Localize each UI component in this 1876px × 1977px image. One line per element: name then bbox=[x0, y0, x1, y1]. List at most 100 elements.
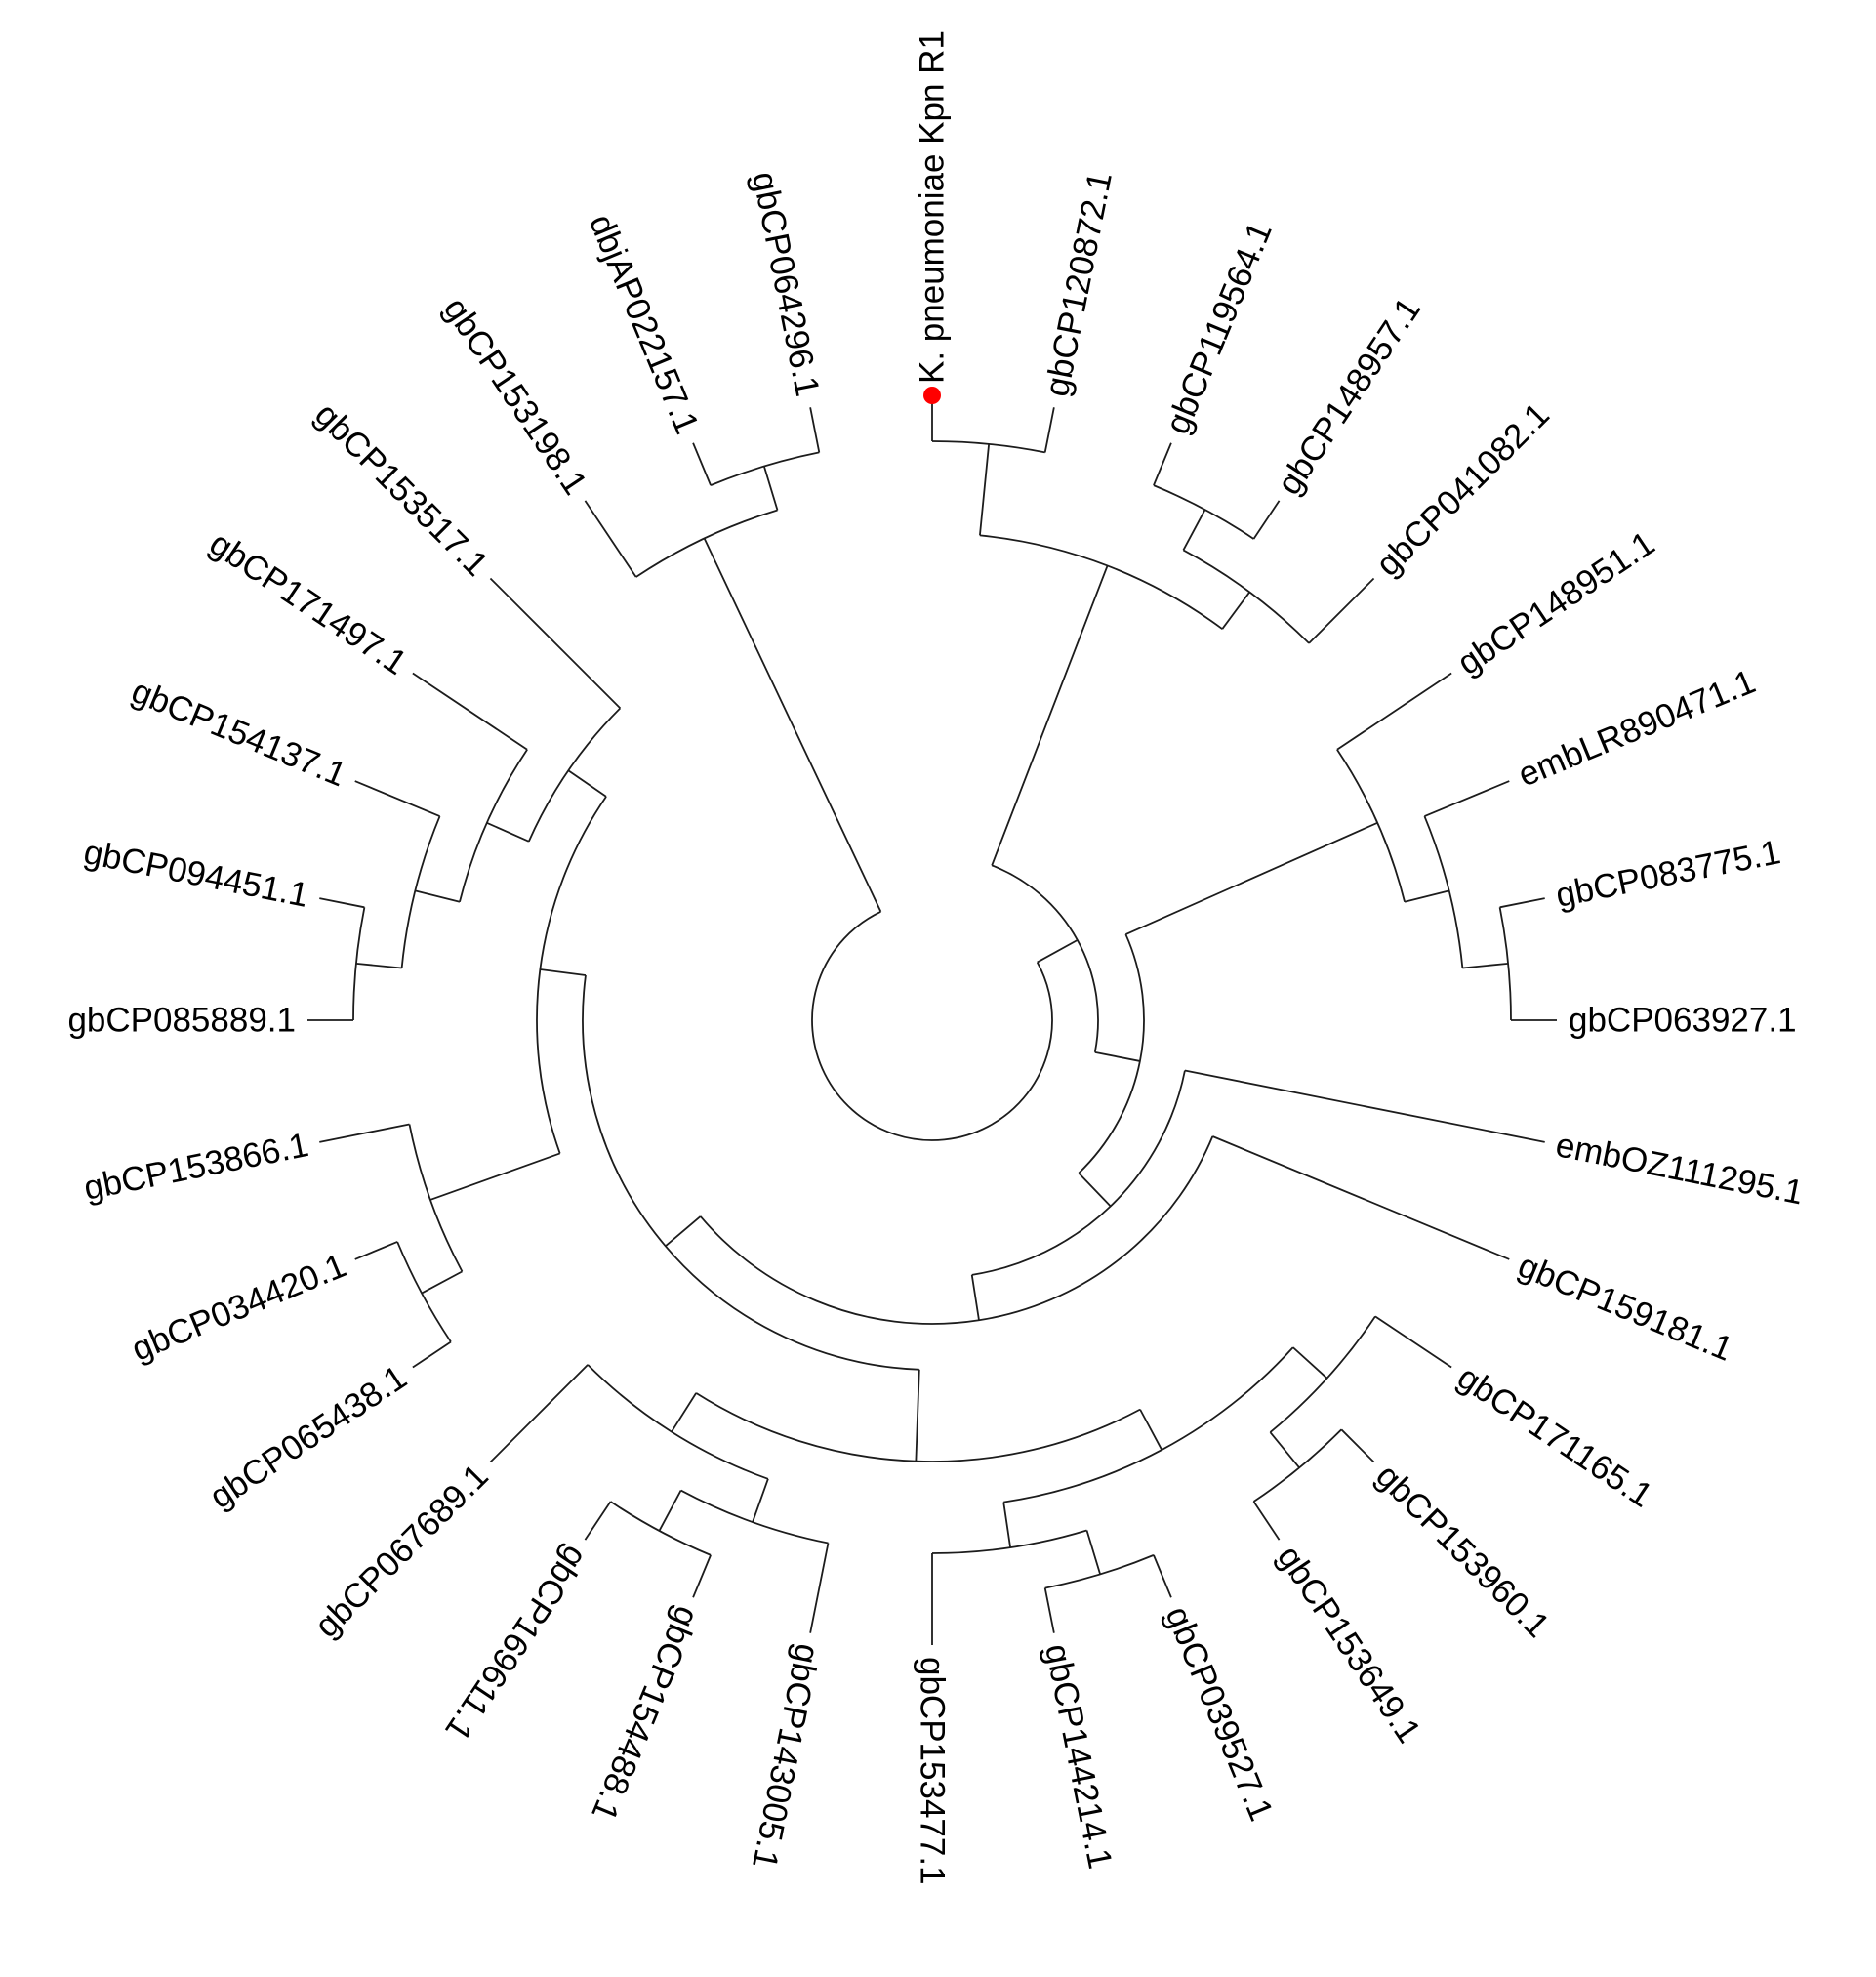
branch-radial bbox=[1125, 821, 1378, 935]
branch-arc bbox=[400, 815, 441, 968]
branch-radial bbox=[703, 538, 882, 913]
taxon-label: gbCP144214.1 bbox=[1038, 1641, 1120, 1873]
taxon-label: gbCP120872.1 bbox=[1038, 169, 1120, 400]
branch-arc bbox=[396, 1241, 452, 1342]
taxon-label: gbCP064296.1 bbox=[745, 169, 827, 400]
branch-radial bbox=[1037, 939, 1079, 964]
branch-radial bbox=[489, 1364, 589, 1463]
branch-arc bbox=[971, 1070, 1186, 1276]
branch-radial bbox=[1043, 1587, 1055, 1633]
branch-radial bbox=[1340, 1428, 1375, 1463]
branch-radial bbox=[1211, 1135, 1510, 1260]
branch-arc bbox=[1078, 933, 1145, 1174]
branch-arc bbox=[1269, 1315, 1376, 1433]
taxon-label: gbCP148957.1 bbox=[1270, 291, 1428, 502]
branch-radial bbox=[692, 442, 712, 486]
taxon-label: gbCP039527.1 bbox=[1158, 1601, 1280, 1827]
branch-radial bbox=[1043, 407, 1055, 453]
branch-radial bbox=[915, 1369, 920, 1462]
branch-arc bbox=[352, 907, 366, 1021]
branch-radial bbox=[1182, 509, 1206, 551]
branch-arc bbox=[1044, 1554, 1155, 1589]
branch-radial bbox=[1252, 500, 1281, 540]
branch-radial bbox=[486, 821, 530, 843]
branch-radial bbox=[1424, 780, 1510, 817]
branch-radial bbox=[567, 769, 607, 798]
taxon-label: gbCP063927.1 bbox=[1569, 1002, 1797, 1040]
taxon-label: gbCP148951.1 bbox=[1450, 524, 1661, 682]
branch-radial bbox=[1139, 1409, 1163, 1451]
branch-arc bbox=[582, 974, 919, 1371]
branch-radial bbox=[354, 780, 440, 817]
branch-radial bbox=[692, 1554, 712, 1598]
branch-radial bbox=[658, 1490, 682, 1532]
branch-radial bbox=[584, 1501, 612, 1541]
branch-radial bbox=[1078, 1172, 1112, 1208]
branch-arc bbox=[680, 1489, 829, 1545]
branch-arc bbox=[408, 1124, 464, 1272]
taxon-label: embOZ111295.1 bbox=[1553, 1126, 1807, 1212]
taxon-label: gbCP065438.1 bbox=[203, 1358, 414, 1516]
branch-radial bbox=[1153, 442, 1172, 486]
taxon-label: gbCP041082.1 bbox=[1368, 395, 1557, 584]
branch-radial bbox=[319, 897, 365, 909]
branch-arc bbox=[1182, 549, 1310, 644]
branch-radial bbox=[1002, 1502, 1012, 1548]
taxon-label: gbCP171165.1 bbox=[1450, 1358, 1659, 1515]
branch-radial bbox=[1292, 1346, 1328, 1380]
branch-arc bbox=[1498, 907, 1512, 1021]
branch-arc bbox=[587, 1364, 769, 1480]
taxon-label: gbCP083775.1 bbox=[1553, 833, 1784, 915]
taxon-label: gbCP143005.1 bbox=[745, 1641, 827, 1873]
taxon-label: gbCP153198.1 bbox=[436, 291, 594, 502]
taxon-label: gbCP067689.1 bbox=[307, 1457, 496, 1645]
branch-radial bbox=[752, 1478, 769, 1523]
branch-arc bbox=[1003, 1346, 1294, 1503]
branch-radial bbox=[355, 962, 402, 969]
branch-radial bbox=[319, 1123, 410, 1143]
branch-arc bbox=[979, 534, 1223, 630]
taxon-label: gbCP034420.1 bbox=[126, 1246, 351, 1368]
branch-radial bbox=[1499, 897, 1545, 909]
branch-arc bbox=[1252, 1428, 1342, 1503]
branch-arc bbox=[635, 509, 778, 578]
branch-radial bbox=[671, 1392, 697, 1433]
taxon-label: gbCP159181.1 bbox=[1513, 1246, 1738, 1368]
taxon-label: gbCP085889.1 bbox=[67, 1002, 296, 1040]
branch-radial bbox=[354, 1241, 398, 1260]
branch-radial bbox=[1252, 1501, 1281, 1541]
branch-radial bbox=[809, 407, 821, 453]
branch-radial bbox=[540, 968, 587, 976]
branch-radial bbox=[415, 889, 461, 903]
taxon-label: gbCP169611.1 bbox=[437, 1539, 594, 1748]
branch-arc bbox=[931, 440, 1045, 454]
branch-radial bbox=[1221, 591, 1250, 630]
root-arc bbox=[811, 910, 1053, 1141]
branch-radial bbox=[1308, 577, 1375, 644]
branch-radial bbox=[991, 565, 1109, 866]
branch-arc bbox=[536, 796, 607, 1154]
branch-arc bbox=[459, 749, 528, 902]
branch-radial bbox=[1094, 1050, 1141, 1062]
branch-radial bbox=[979, 443, 991, 536]
taxon-label: gbCP154488.1 bbox=[584, 1601, 706, 1827]
branch-radial bbox=[1153, 1554, 1172, 1598]
branch-arc bbox=[699, 1135, 1214, 1325]
branch-arc bbox=[710, 451, 820, 486]
taxon-label: gbCP154137.1 bbox=[126, 672, 351, 794]
branch-radial bbox=[1404, 889, 1449, 903]
branch-radial bbox=[421, 1270, 463, 1295]
branch-radial bbox=[1269, 1431, 1300, 1468]
branch-arc bbox=[1336, 749, 1406, 902]
taxon-label: gbCP094451.1 bbox=[81, 833, 312, 915]
branch-radial bbox=[584, 500, 637, 578]
branch-radial bbox=[412, 672, 528, 751]
branch-radial bbox=[970, 1274, 980, 1321]
branch-arc bbox=[1153, 484, 1254, 540]
taxon-label: gbCP153866.1 bbox=[81, 1126, 312, 1208]
branch-arc bbox=[527, 707, 622, 843]
branch-radial bbox=[809, 1543, 830, 1633]
branch-arc bbox=[695, 1392, 1141, 1462]
